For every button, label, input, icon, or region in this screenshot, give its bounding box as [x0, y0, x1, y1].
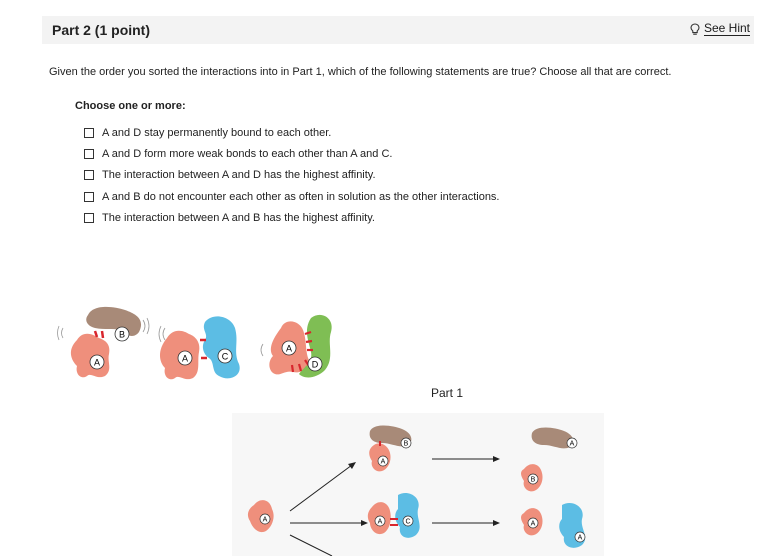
free-protein-a: A [247, 500, 274, 533]
label-a: A [94, 358, 100, 368]
see-hint-label[interactable]: See Hint [703, 21, 750, 36]
part1-scheme-figure: A A B A C A B A A [232, 413, 604, 556]
see-hint-link[interactable]: See Hint [690, 22, 750, 36]
option-5-label[interactable]: The interaction between A and B has the … [102, 211, 375, 224]
pair-a-d: A D [260, 314, 332, 378]
scheme-label-a-3: A [378, 519, 383, 526]
option-4-label[interactable]: A and B do not encounter each other as o… [102, 190, 500, 203]
pair-a-b: B A [57, 306, 150, 378]
question-header: Part 2 (1 point) See Hint [42, 16, 754, 44]
scheme-label-c: C [405, 519, 410, 526]
scheme-label-b-2: A [570, 441, 575, 448]
label-d: D [312, 360, 319, 370]
label-a-2: A [182, 354, 188, 364]
label-a-3: A [286, 344, 292, 354]
option-2[interactable]: A and D form more weak bonds to each oth… [84, 143, 500, 164]
question-text: Given the order you sorted the interacti… [49, 66, 672, 78]
option-5[interactable]: The interaction between A and B has the … [84, 207, 500, 228]
option-4[interactable]: A and B do not encounter each other as o… [84, 186, 500, 207]
option-3[interactable]: The interaction between A and D has the … [84, 165, 500, 186]
scheme-label-a-5: A [531, 521, 536, 528]
option-1-checkbox[interactable] [84, 127, 94, 138]
scheme-label-c-2: A [578, 535, 583, 542]
scheme-label-a-4: B [531, 477, 536, 484]
dissociated-a-b: A B [521, 427, 578, 492]
option-2-label[interactable]: A and D form more weak bonds to each oth… [102, 147, 393, 160]
label-b: B [119, 330, 125, 340]
scheme-label-a-2: A [381, 459, 386, 466]
option-2-checkbox[interactable] [84, 148, 94, 159]
binding-pairs-figure: B A A C A D [57, 306, 332, 380]
dissociated-a-c: A A [521, 502, 586, 548]
option-3-checkbox[interactable] [84, 170, 94, 181]
part-title: Part 2 (1 point) [52, 22, 151, 38]
lightbulb-icon [690, 22, 700, 35]
option-3-label[interactable]: The interaction between A and D has the … [102, 169, 376, 182]
option-5-checkbox[interactable] [84, 212, 94, 223]
complex-a-b: A B [369, 425, 412, 472]
scheme-label-b: B [404, 441, 409, 448]
option-1[interactable]: A and D stay permanently bound to each o… [84, 122, 500, 143]
figure-caption: Part 1 [431, 386, 464, 400]
choose-instruction: Choose one or more: [75, 100, 186, 112]
scheme-label-a: A [263, 517, 268, 524]
option-4-checkbox[interactable] [84, 191, 94, 202]
answer-options: A and D stay permanently bound to each o… [84, 122, 500, 228]
label-c: C [222, 352, 229, 362]
complex-a-c: A C [367, 492, 420, 538]
option-1-label[interactable]: A and D stay permanently bound to each o… [102, 126, 332, 139]
pair-a-c: A C [158, 316, 240, 380]
